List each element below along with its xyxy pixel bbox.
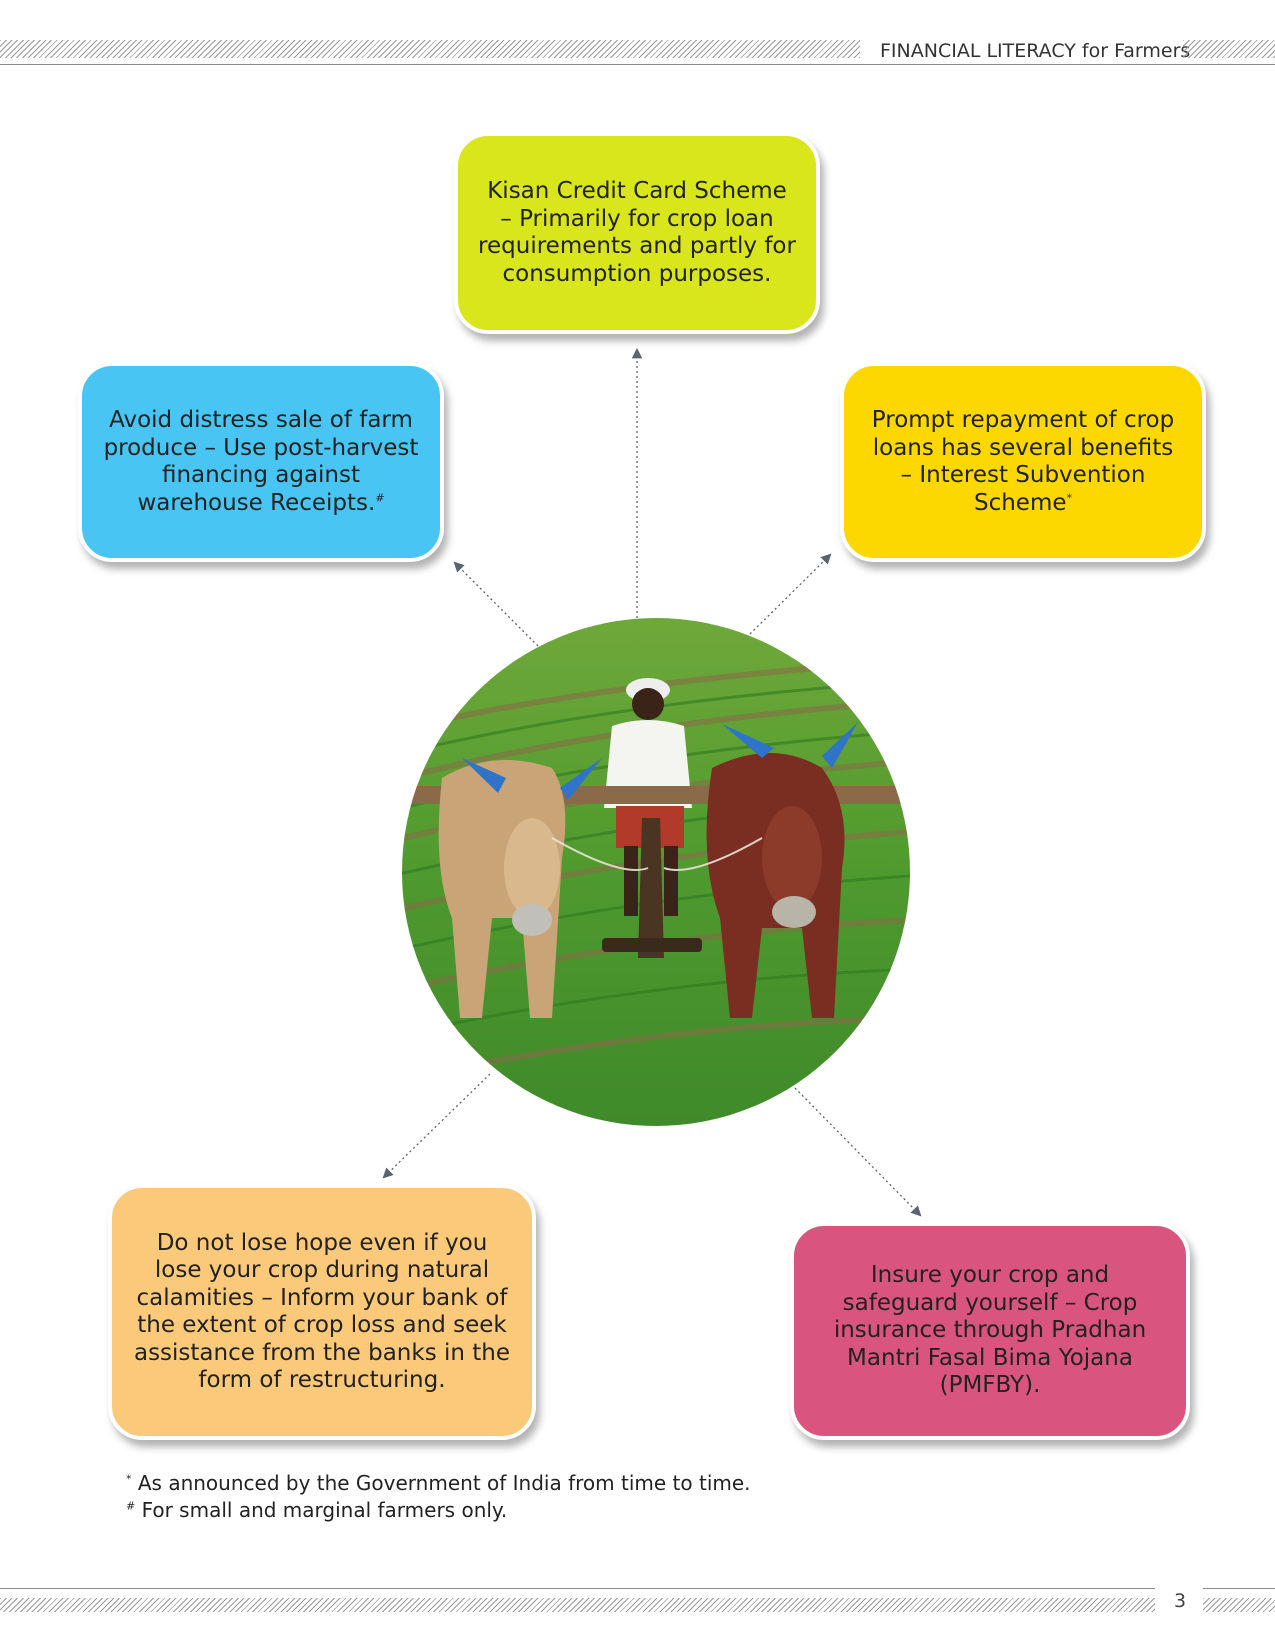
footer-hatch-left — [0, 1598, 1155, 1612]
footnote-1-mark: * — [126, 1472, 132, 1486]
footnote-mark-asterisk: * — [1066, 490, 1073, 504]
footnote-mark-hash: # — [375, 490, 385, 504]
box-avoid-distress-sale: Avoid distress sale of farm produce – Us… — [78, 362, 444, 562]
footer-rule — [0, 1588, 1155, 1589]
header-hatch-right — [1183, 40, 1275, 58]
box-insure-your-crop: Insure your crop and safeguard yourself … — [790, 1222, 1190, 1440]
footnote-2-text: For small and marginal farmers only. — [141, 1498, 508, 1522]
footer-rule-right — [1203, 1588, 1275, 1589]
header-hatch-left — [0, 40, 860, 58]
box-prompt-repayment-text: Prompt repayment of crop loans has sever… — [871, 407, 1175, 516]
page-number: 3 — [1173, 1590, 1187, 1612]
footnotes: * As announced by the Government of Indi… — [126, 1470, 751, 1524]
footnote-1-text: As announced by the Government of India … — [137, 1471, 751, 1495]
footnote-2-mark: # — [126, 1499, 136, 1513]
farmer-ploughing-photo — [402, 618, 910, 1126]
footer-hatch-right — [1203, 1598, 1275, 1612]
arrow-to-repayment — [749, 553, 832, 635]
box-kisan-credit-card: Kisan Credit Card Scheme – Primarily for… — [454, 132, 820, 334]
box-do-not-lose-hope-text: Do not lose hope even if you lose your c… — [133, 1229, 511, 1394]
box-avoid-distress-sale-text: Avoid distress sale of farm produce – Us… — [103, 407, 419, 516]
header-title: FINANCIAL LITERACY for Farmers — [880, 40, 1191, 62]
footnote-1: * As announced by the Government of Indi… — [126, 1470, 751, 1497]
box-do-not-lose-hope: Do not lose hope even if you lose your c… — [108, 1184, 536, 1440]
footnote-2: # For small and marginal farmers only. — [126, 1497, 751, 1524]
box-kisan-credit-card-text: Kisan Credit Card Scheme – Primarily for… — [478, 178, 796, 287]
header-rule — [0, 64, 1275, 65]
box-insure-your-crop-text: Insure your crop and safeguard yourself … — [833, 1262, 1147, 1399]
box-prompt-repayment: Prompt repayment of crop loans has sever… — [840, 362, 1206, 562]
